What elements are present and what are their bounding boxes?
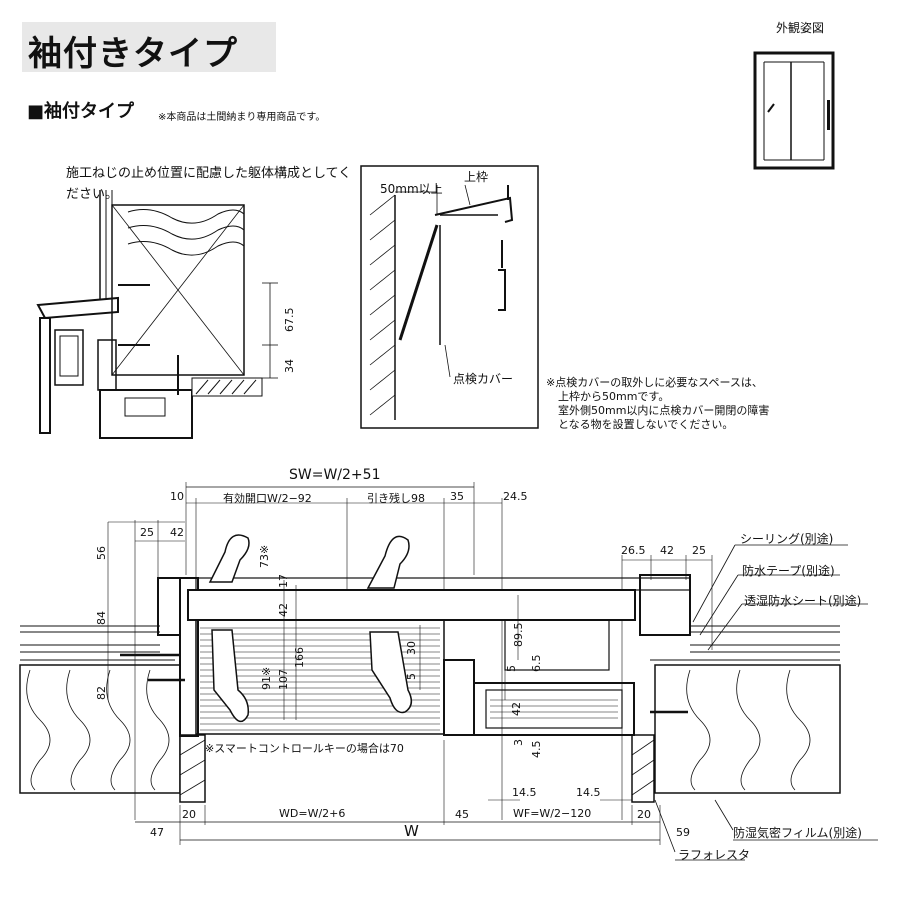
label-50mm: 50mm以上	[380, 182, 443, 196]
dim-wf: WF=W/2−120	[513, 807, 592, 820]
dim-hikinokoshi: 引き残し98	[367, 492, 425, 505]
dim-56: 56	[95, 546, 108, 560]
dim-3: 3	[512, 739, 525, 746]
dim-25-left: 25	[140, 526, 154, 539]
dim-effective-opening: 有効開口W/2−92	[223, 492, 312, 505]
smart-key-note: ※スマートコントロールキーの場合は70	[205, 742, 404, 755]
label-upper-frame: 上枠	[464, 170, 489, 184]
dim-4-5: 4.5	[530, 740, 543, 759]
construction-note: 施工ねじの止め位置に配慮した躯体構成としてください。	[66, 166, 352, 202]
dim-42-vert: 42	[277, 603, 290, 617]
dim-42-right: 42	[660, 544, 674, 557]
dim-91: 91※	[260, 666, 273, 690]
dim-45: 45	[455, 808, 469, 821]
dim-73: 73※	[258, 544, 271, 568]
dim-107: 107	[277, 669, 290, 690]
dim-24-5: 24.5	[503, 490, 528, 503]
dim-47: 47	[150, 826, 164, 839]
callout-moisture-sheet: 透湿防水シート(別途)	[744, 594, 862, 608]
inspection-space-note: ※点検カバーの取外しに必要なスペースは、 上枠から50mmです。 室外側50mm…	[546, 376, 770, 431]
dim-25-right: 25	[692, 544, 706, 557]
label-inspection-cover: 点検カバー	[453, 372, 514, 386]
dim-10: 10	[170, 490, 184, 503]
exterior-view-label: 外観姿図	[776, 21, 825, 35]
dim-89-5: 89.5	[512, 622, 525, 648]
dim-30: 30	[405, 641, 418, 655]
dim-6-5: 6.5	[530, 654, 543, 673]
dim-20-left: 20	[182, 808, 196, 821]
dim-sw: SW=W/2+51	[289, 467, 381, 483]
callout-rafforesta: ラフォレスタ	[678, 848, 751, 862]
dim-35: 35	[450, 490, 464, 503]
dim-17: 17	[277, 574, 290, 588]
dim-82: 82	[95, 686, 108, 700]
dim-wd: WD=W/2+6	[279, 807, 346, 820]
dim-42-glass: 42	[510, 702, 523, 716]
dim-14-5-a: 14.5	[512, 786, 537, 799]
section-subtitle: ■袖付タイプ	[27, 101, 135, 122]
dim-w: W	[404, 822, 419, 840]
dim-14-5-b: 14.5	[576, 786, 601, 799]
title-background	[22, 22, 276, 72]
callout-vapor-film: 防湿気密フィルム(別途)	[733, 826, 862, 840]
dim-5-b: 5	[505, 665, 518, 672]
dim-42-left: 42	[170, 526, 184, 539]
callout-sealing: シーリング(別途)	[740, 532, 834, 546]
dim-166: 166	[293, 647, 306, 668]
dim-59: 59	[676, 826, 690, 839]
dim-26-5: 26.5	[621, 544, 646, 557]
page-title: 袖付きタイプ	[28, 34, 238, 74]
callout-waterproof-tape: 防水テープ(別途)	[742, 564, 835, 578]
dim-84: 84	[95, 611, 108, 625]
product-note: ※本商品は土間納まり専用商品です。	[158, 112, 326, 123]
dim-20-right: 20	[637, 808, 651, 821]
dim-5-a: 5	[405, 673, 418, 680]
